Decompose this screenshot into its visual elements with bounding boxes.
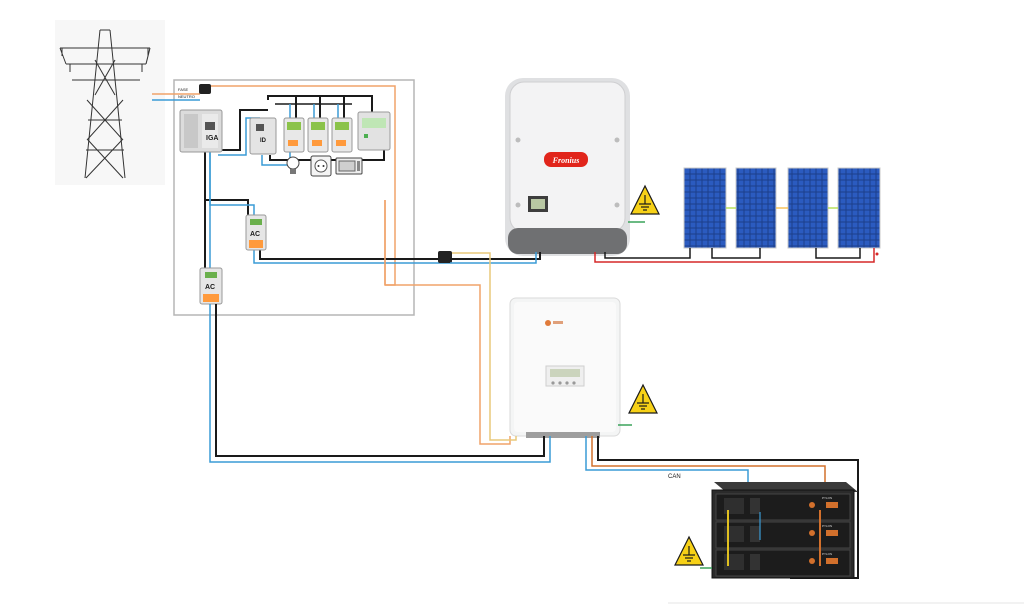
- battery-brand-label-3: PYLON: [822, 552, 832, 556]
- iga-breaker: [179, 109, 223, 153]
- battery-brand-label-2: PYLON: [822, 524, 832, 528]
- ac-breaker-2: [199, 267, 223, 305]
- lightbulb-icon: [286, 156, 300, 174]
- fronius-ac-neutral: [450, 252, 537, 264]
- fronius-logo: [544, 152, 588, 167]
- id-breaker: [249, 117, 277, 155]
- circuit-breaker-3: [331, 117, 353, 153]
- solar-panel-icon: [787, 167, 829, 249]
- battery-brand-label-1: PYLON: [822, 496, 832, 500]
- hybrid-ac-wires: [384, 200, 517, 445]
- can-label: CAN: [668, 474, 681, 480]
- battery-module-icon: [715, 521, 851, 549]
- ac-label-1: AC: [250, 231, 260, 238]
- fase-label: FASE: [178, 87, 189, 92]
- grid-input-wires: [152, 93, 200, 101]
- ground-warning-icon: [674, 535, 704, 566]
- smart-meter: [357, 111, 391, 151]
- backup-wires: [209, 304, 551, 463]
- circuit-breaker-2: [307, 117, 329, 153]
- battery-module-icon: [715, 493, 851, 521]
- neutro-label: NEUTRO: [178, 94, 195, 99]
- hybrid-inverter: [509, 297, 621, 438]
- fronius-brand-label: Fronius: [552, 156, 580, 165]
- iga-label: IGA: [206, 135, 218, 142]
- solar-panel-icon: [837, 167, 881, 249]
- ct-clamp-top: [199, 84, 211, 94]
- ct-clamp-middle: [438, 251, 452, 263]
- solar-panel-icon: [683, 167, 727, 249]
- electrical-panel-box: [173, 79, 415, 316]
- hybrid-inverter-logo: [545, 320, 563, 326]
- ground-warning-icon: [628, 383, 658, 414]
- id-label: ID: [260, 138, 267, 144]
- socket-icon: [310, 155, 332, 177]
- solar-panel-icon: [735, 167, 777, 249]
- ac-label-2: AC: [205, 284, 215, 291]
- dc-string-wires: [594, 248, 875, 263]
- ground-warning-icon: [630, 184, 660, 215]
- battery-links: [727, 510, 821, 566]
- microwave-icon: [335, 157, 363, 175]
- ac-breaker-1: [245, 214, 267, 251]
- battery-module-icon: [715, 549, 851, 577]
- fronius-ac-wire: [450, 252, 541, 260]
- transmission-tower-icon: [55, 20, 165, 185]
- circuit-breaker-1: [283, 117, 305, 153]
